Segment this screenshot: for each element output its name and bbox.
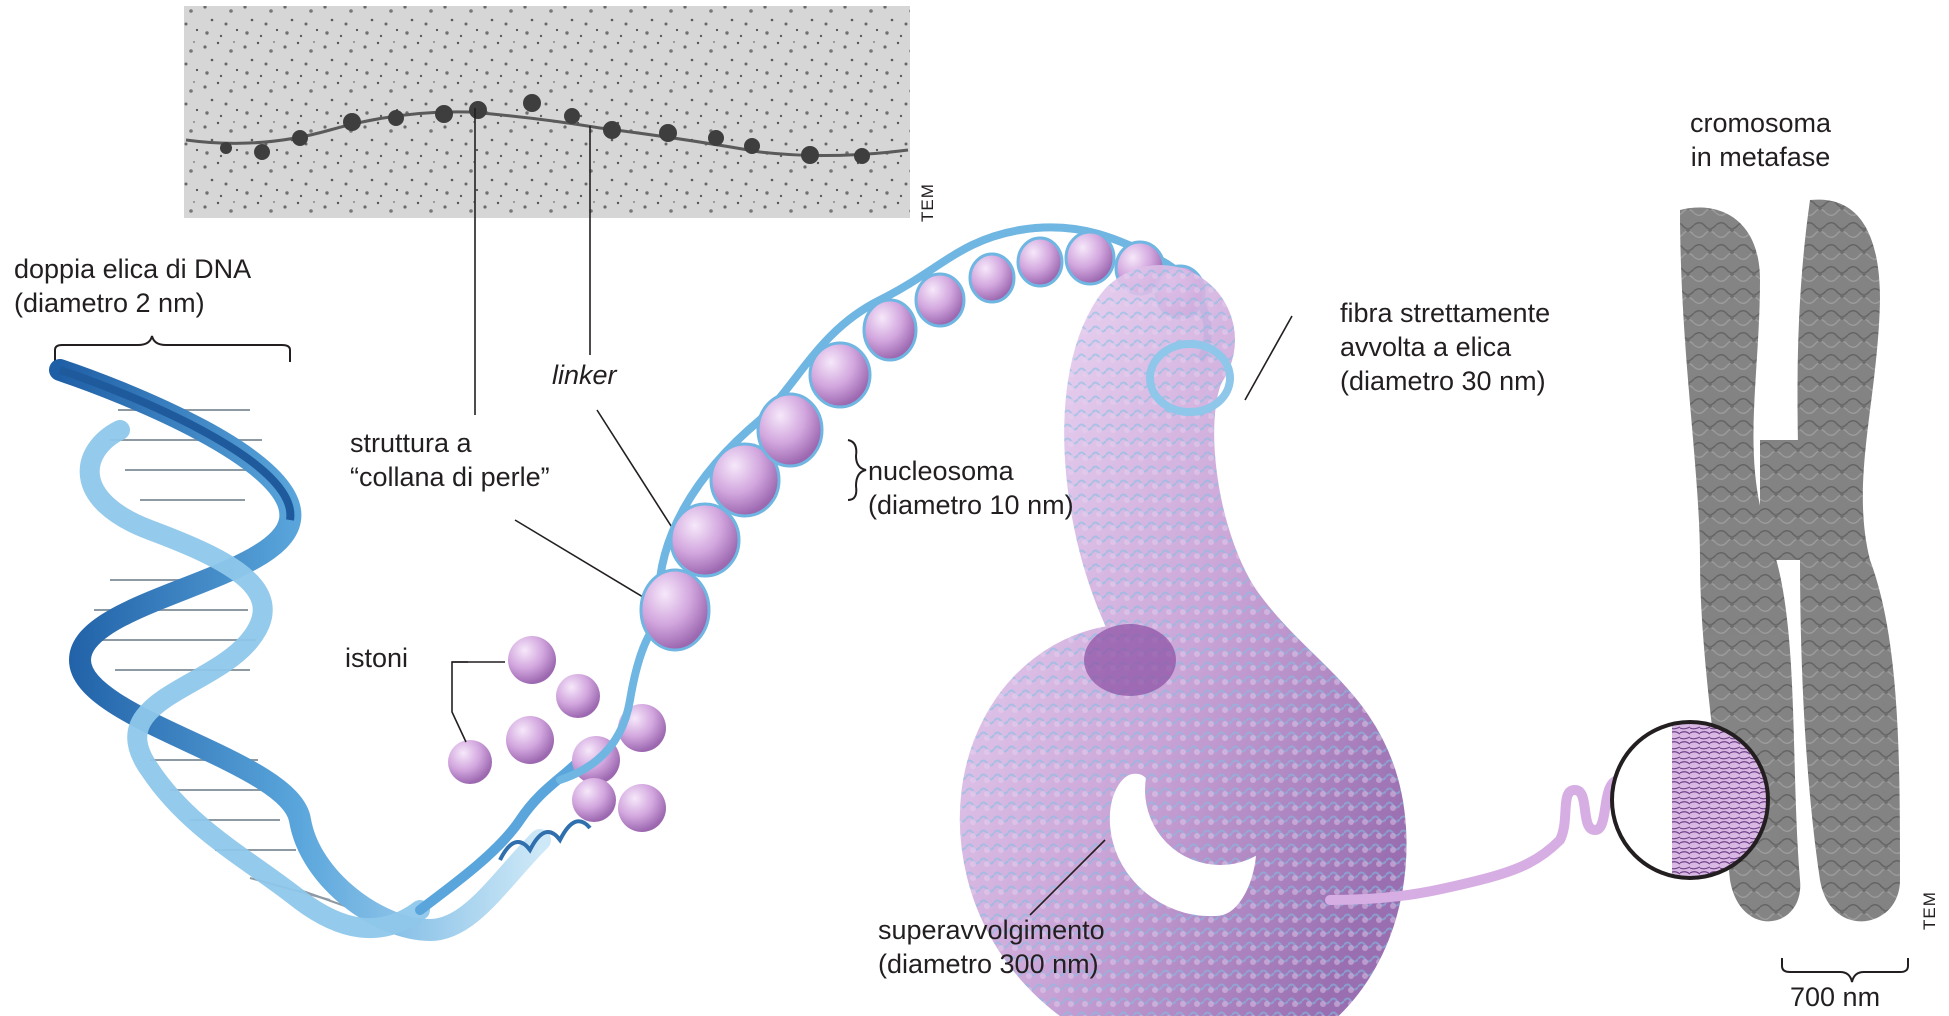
fiber-leader-line xyxy=(1245,316,1292,400)
nucleosome-bracket xyxy=(848,440,866,500)
tem-micrograph xyxy=(184,6,910,218)
nucleosome-label: nucleosoma (diametro 10 nm) xyxy=(868,454,1074,522)
chromosome-width-bracket xyxy=(1782,958,1908,982)
tem-label-right: TEM xyxy=(1920,891,1940,930)
linker-pointer-line xyxy=(597,410,680,540)
helix-diameter-bracket xyxy=(55,336,290,362)
beads-on-string-label: struttura a “collana di perle” xyxy=(350,426,550,494)
dna-helix-label: doppia elica di DNA (diametro 2 nm) xyxy=(14,252,251,320)
histones xyxy=(448,636,666,832)
histones-leader xyxy=(452,662,468,742)
solenoid-fiber xyxy=(1035,340,1332,991)
linker-label: linker xyxy=(552,358,617,392)
supercoil-label: superavvolgimento (diametro 300 nm) xyxy=(878,913,1105,981)
tem-label-top: TEM xyxy=(918,183,938,222)
histones-label: istoni xyxy=(345,641,408,675)
beads-pointer-line xyxy=(515,520,648,600)
fiber-label: fibra strettamente avvolta a elica (diam… xyxy=(1340,296,1550,398)
scale-label: 700 nm xyxy=(1790,980,1880,1014)
chromosome-label: cromosoma in metafase xyxy=(1690,106,1831,174)
